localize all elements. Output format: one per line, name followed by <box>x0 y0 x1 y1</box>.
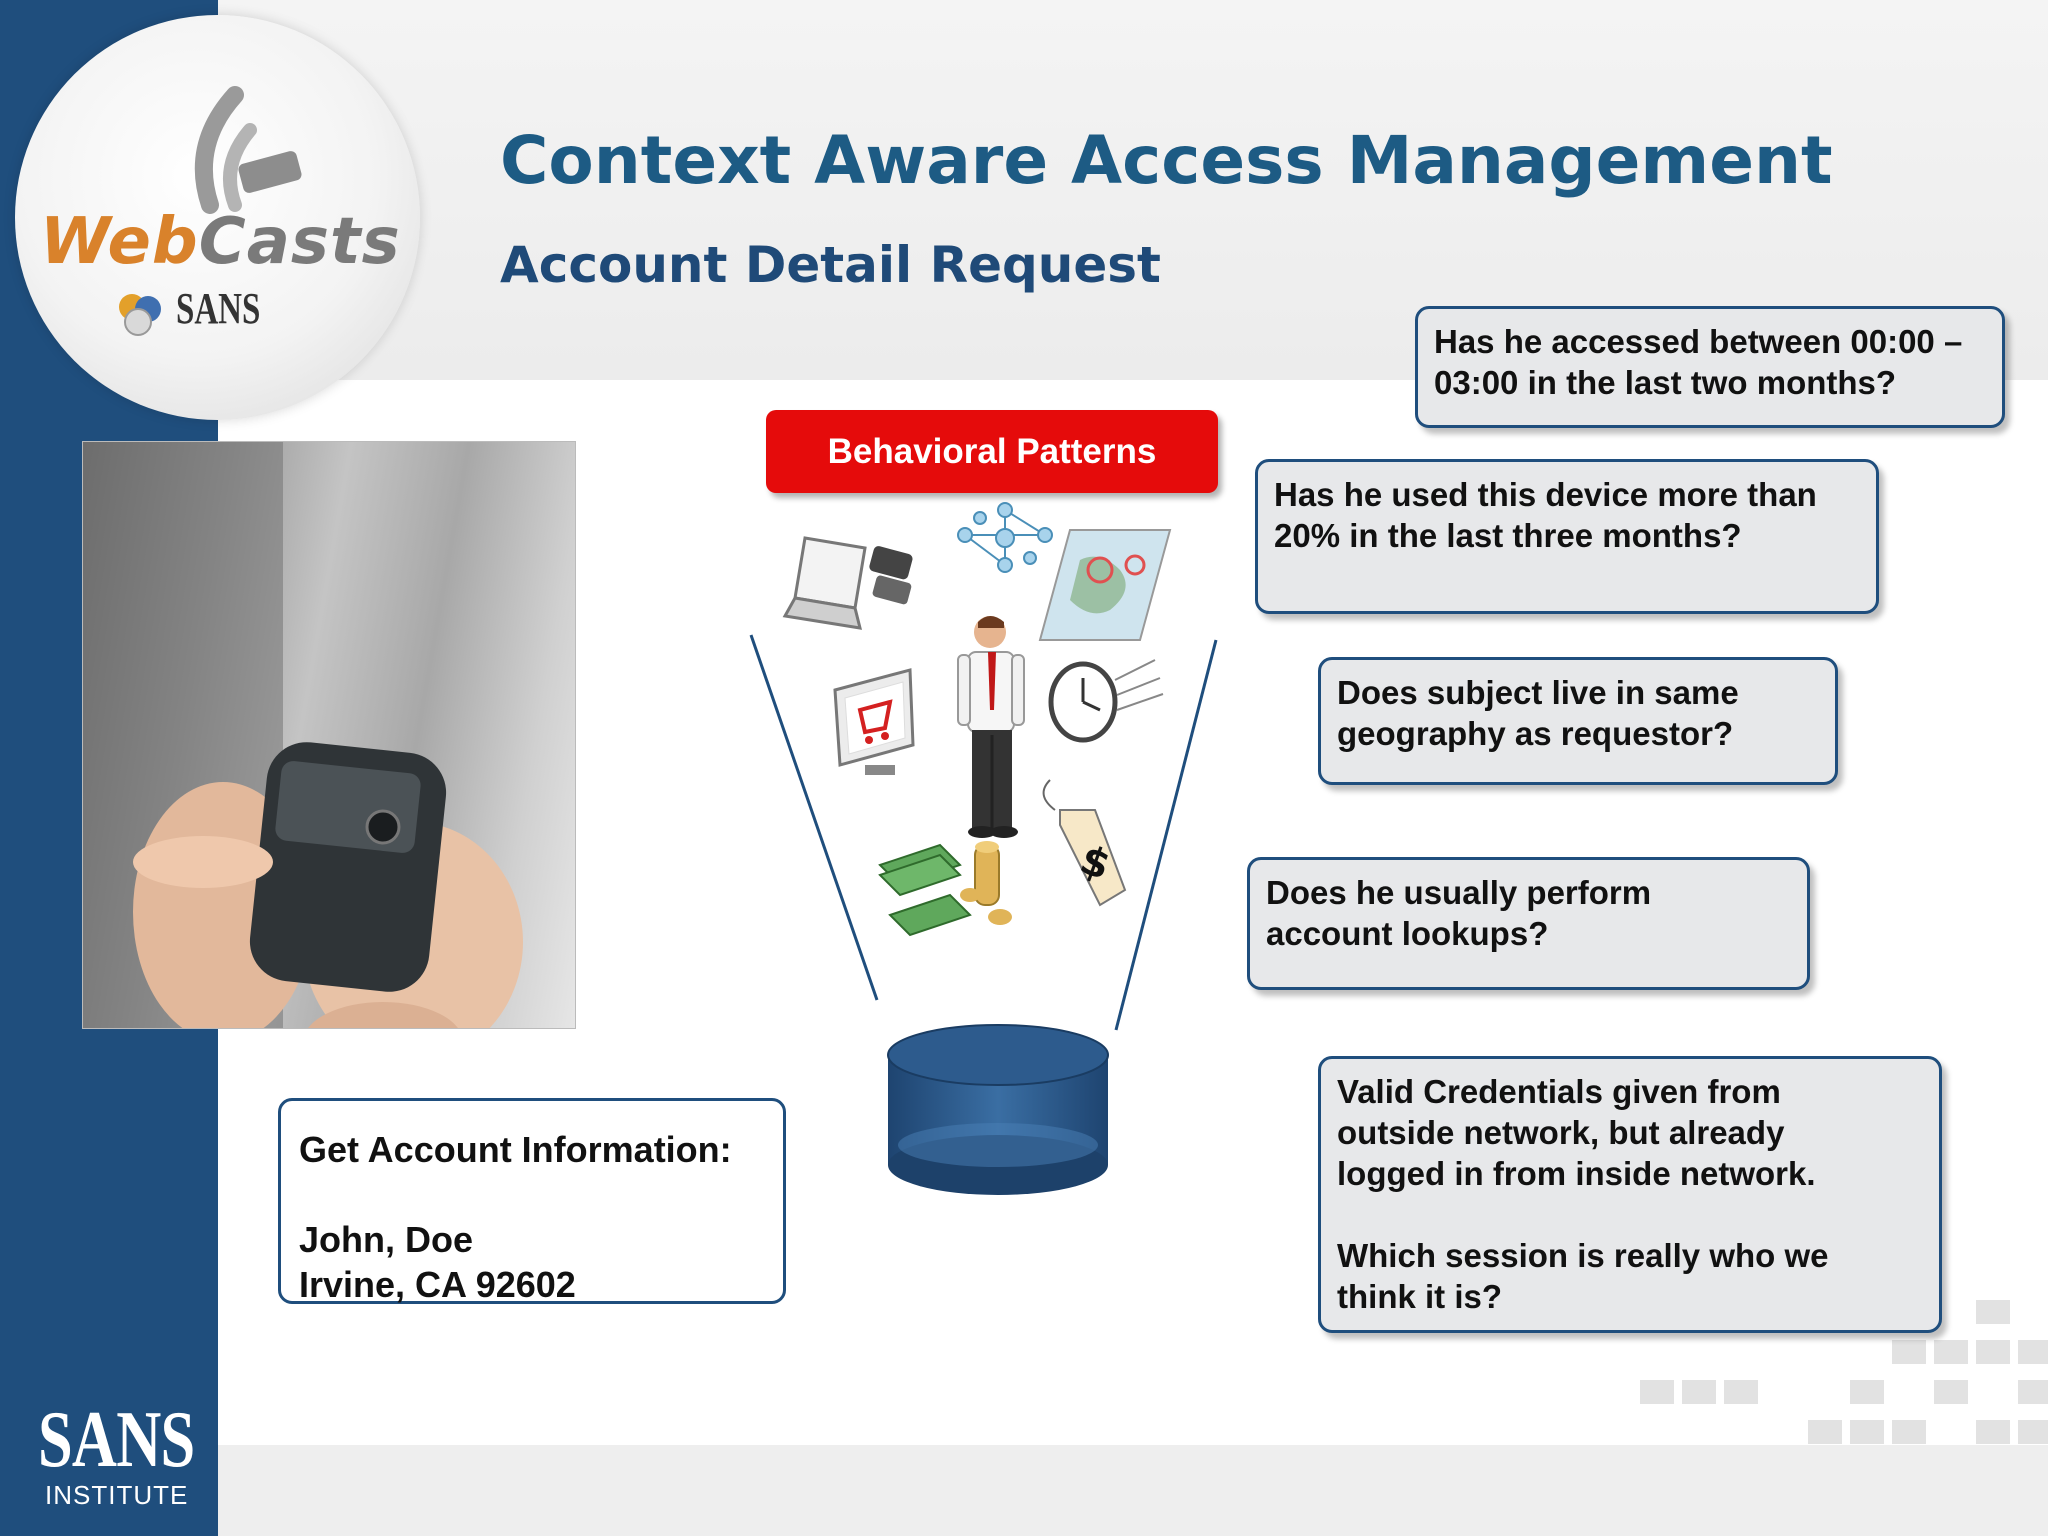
account-name: John, Doe <box>299 1219 474 1260</box>
price-tag-icon: $ <box>1042 779 1127 907</box>
broadcast-tower-icon <box>194 86 302 214</box>
page-subtitle: Account Detail Request <box>500 236 1161 294</box>
behavioral-patterns-label: Behavioral Patterns <box>766 410 1218 493</box>
callout-access-time: Has he accessed between 00:00 – 03:00 in… <box>1415 306 2005 428</box>
square-pattern-decoration <box>1640 1300 2048 1444</box>
logo-sans-text: SANS <box>176 284 261 333</box>
phone-icon <box>869 546 913 605</box>
phone-in-hands-photo <box>82 441 576 1029</box>
account-address: Irvine, CA 92602 <box>299 1264 576 1305</box>
clock-icon <box>1048 659 1164 743</box>
sans-institute-logo: SANS <box>38 1396 195 1484</box>
webcasts-logo-text: WebCasts <box>40 205 401 279</box>
network-icon <box>957 502 1053 573</box>
shopping-cart-icon <box>833 668 915 775</box>
page-title: Context Aware Access Management <box>500 122 1833 199</box>
phone-photo-illustration <box>83 442 523 1028</box>
person-icon <box>957 616 1025 838</box>
callout-account-lookups: Does he usually perform account lookups? <box>1247 857 1810 990</box>
callout-valid-credentials: Valid Credentials given from outside net… <box>1318 1056 1942 1333</box>
behavior-funnel-diagram: $ <box>749 502 1218 1195</box>
laptop-icon <box>782 536 867 630</box>
logo-web-text: Web <box>40 205 199 279</box>
callout-geography: Does subject live in same geography as r… <box>1318 657 1838 785</box>
money-icon <box>878 841 1012 937</box>
footer-band <box>0 1445 2048 1536</box>
sans-emblem-icon <box>119 294 161 336</box>
sans-institute-label: INSTITUTE <box>45 1480 189 1510</box>
callout-device-usage: Has he used this device more than 20% in… <box>1255 459 1879 614</box>
funnel-left-line <box>749 634 879 1001</box>
database-icon <box>887 1024 1109 1195</box>
funnel-right-line <box>1114 639 1218 1031</box>
account-info-heading: Get Account Information: <box>299 1129 732 1170</box>
map-icon <box>1038 529 1172 641</box>
logo-casts-text: Casts <box>198 205 401 279</box>
account-info-box: Get Account Information: John, Doe Irvin… <box>278 1098 786 1305</box>
webcasts-logo <box>15 15 420 420</box>
